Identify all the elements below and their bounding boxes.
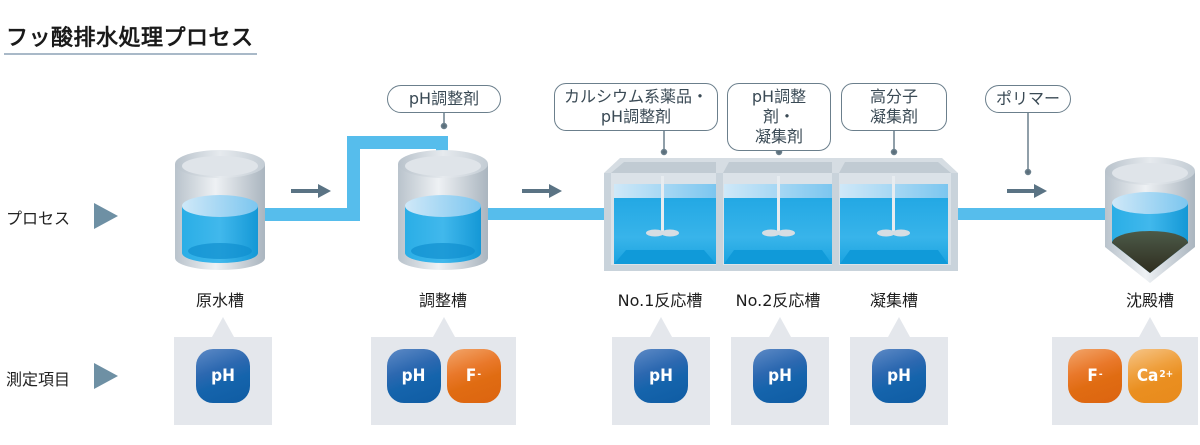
stage-label-reactor-no2: No.2反応槽	[735, 291, 821, 310]
callout-text: カルシウム系薬品・	[563, 87, 708, 106]
badge-label: pH	[211, 366, 235, 386]
flow-arrow-icon	[291, 184, 331, 198]
row-label-process: プロセス	[6, 209, 71, 228]
badge-superscript: -	[477, 368, 482, 380]
callout-calcium-ph-adjuster: カルシウム系薬品・ pH調整剤	[554, 83, 718, 131]
reactor-no2-compartment	[723, 162, 832, 265]
badge-label: pH	[768, 366, 792, 386]
measurement-panel-reactor-no2: pH	[731, 317, 829, 425]
panel-pointer	[888, 317, 910, 337]
badge-superscript: 2+	[1159, 368, 1174, 380]
reactor-block-icon	[604, 158, 958, 271]
badge-label: F	[465, 366, 477, 386]
badge-group: pH	[850, 349, 948, 403]
callout-text: ポリマー	[996, 89, 1061, 108]
callout-text: pH調整剤・	[751, 87, 807, 126]
badge-group: pH	[174, 349, 272, 403]
adjustment-tank-icon	[398, 150, 488, 270]
badge-label: F	[1087, 366, 1098, 386]
ph-badge-icon: pH	[634, 349, 688, 403]
panel-pointer	[650, 317, 672, 337]
ph-badge-icon: pH	[872, 349, 926, 403]
badge-label: pH	[887, 366, 911, 386]
callout-ph-adjuster: pH調整剤	[387, 85, 501, 113]
title-underline	[4, 53, 257, 55]
ph-badge-icon: pH	[386, 349, 441, 403]
pipe-raw-to-adjust-riser	[347, 136, 360, 221]
pipes	[262, 136, 1112, 221]
measurement-panel-reactor-no1: pH	[612, 317, 710, 425]
coagulation-compartment	[839, 162, 951, 265]
measurement-row-arrow-icon	[94, 363, 118, 389]
callout-polymer-coagulant: 高分子 凝集剤	[841, 83, 947, 131]
panel-pointer	[433, 317, 455, 337]
callout-text: 高分子	[869, 87, 918, 106]
stage-label-adjustment-tank: 調整槽	[418, 291, 467, 310]
panel-pointer	[212, 317, 234, 337]
measurement-panel-coagulation: pH	[850, 317, 948, 425]
badge-group: pH	[612, 349, 710, 403]
fluoride-ion-badge-icon: F-	[1068, 349, 1122, 403]
process-row-arrow-icon	[94, 203, 118, 229]
ph-badge-icon: pH	[196, 349, 250, 403]
badge-label: pH	[649, 366, 673, 386]
callout-connectors	[440, 110, 1032, 176]
stage-label-coagulation-tank: 凝集槽	[869, 291, 918, 310]
badge-group: pH	[731, 349, 829, 403]
callout-text: pH調整剤	[600, 107, 672, 126]
stage-label-settling-tank: 沈殿槽	[1125, 291, 1174, 310]
callout-text: 凝集剤	[869, 107, 918, 126]
badge-group: pH F-	[371, 349, 516, 403]
raw-water-tank-icon	[175, 150, 265, 270]
callout-ph-adjuster-coagulant: pH調整剤・ 凝集剤	[727, 83, 831, 151]
stage-label-raw-water-tank: 原水槽	[195, 291, 244, 310]
callout-text: pH調整剤	[408, 89, 480, 108]
pipe-adjust-to-reactor	[487, 208, 607, 220]
ph-badge-icon: pH	[753, 349, 807, 403]
badge-label: Ca	[1136, 366, 1159, 386]
stage-label-reactor-no1: No.1反応槽	[617, 291, 703, 310]
panel-pointer	[769, 317, 791, 337]
pipe-coag-to-settle	[952, 208, 1112, 220]
badge-superscript: -	[1098, 368, 1103, 380]
flow-arrow-icon	[1007, 184, 1047, 198]
callout-polymer: ポリマー	[985, 85, 1071, 113]
pipe-raw-to-adjust-1	[262, 208, 360, 221]
pipe-raw-to-adjust-top	[347, 136, 448, 149]
flow-arrows	[291, 184, 1047, 198]
flow-arrow-icon	[522, 184, 562, 198]
row-label-measurement: 測定項目	[6, 370, 71, 389]
page-title: フッ酸排水処理プロセス	[6, 26, 254, 51]
reactor-no1-compartment	[611, 162, 716, 265]
badge-label: pH	[401, 366, 426, 386]
settling-tank-icon	[1105, 157, 1195, 283]
panel-pointer	[1139, 317, 1161, 337]
callout-text: 凝集剤	[754, 127, 803, 146]
measurement-panel-raw-water: pH	[174, 317, 272, 425]
fluoride-ion-badge-icon: F-	[446, 349, 501, 403]
measurement-panel-adjustment: pH F-	[371, 317, 516, 425]
